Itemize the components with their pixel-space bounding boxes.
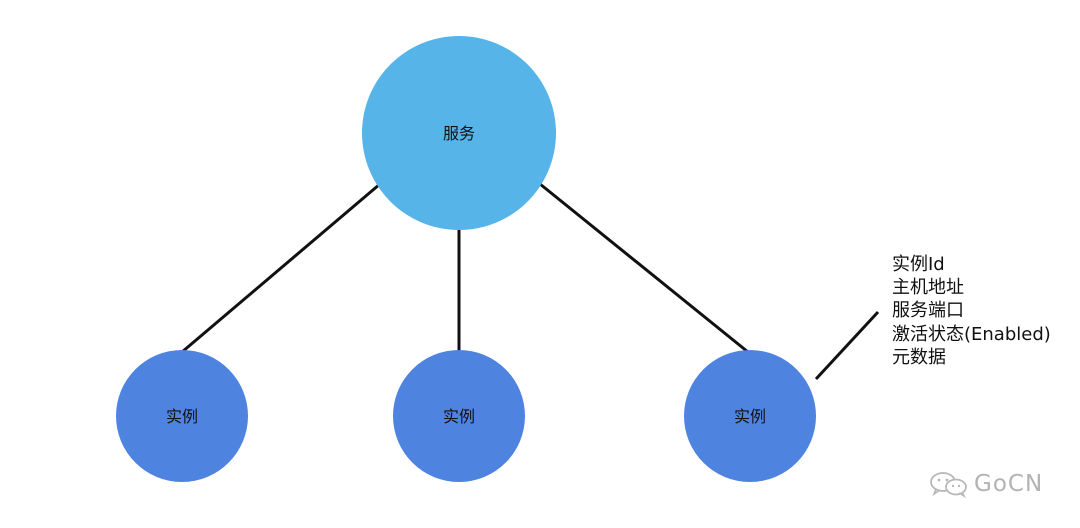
attribute-host-address: 主机地址 — [892, 277, 964, 298]
service-node-label: 服务 — [443, 124, 475, 143]
instance-node-label: 实例 — [443, 407, 475, 426]
attribute-instance-id: 实例Id — [892, 254, 945, 275]
service-node: 服务 — [362, 36, 556, 230]
watermark-text: GoCN — [974, 471, 1044, 497]
edge-instance-3-to-attributes — [814, 310, 880, 381]
attribute-metadata: 元数据 — [892, 347, 946, 368]
edge-service-to-instance-1 — [181, 182, 381, 354]
instance-node-2: 实例 — [393, 350, 525, 482]
instance-attributes: 实例Id 主机地址 服务端口 激活状态(Enabled) 元数据 — [892, 254, 1051, 368]
attribute-enabled-status: 激活状态(Enabled) — [892, 324, 1051, 345]
instance-node-3: 实例 — [684, 350, 816, 482]
edge-service-to-instance-3 — [539, 182, 749, 354]
wechat-icon — [930, 472, 967, 498]
attribute-service-port: 服务端口 — [892, 300, 964, 321]
instance-node-label: 实例 — [166, 407, 198, 426]
watermark: GoCN — [928, 470, 1043, 498]
instance-node-label: 实例 — [734, 407, 766, 426]
instance-node-1: 实例 — [116, 350, 248, 482]
